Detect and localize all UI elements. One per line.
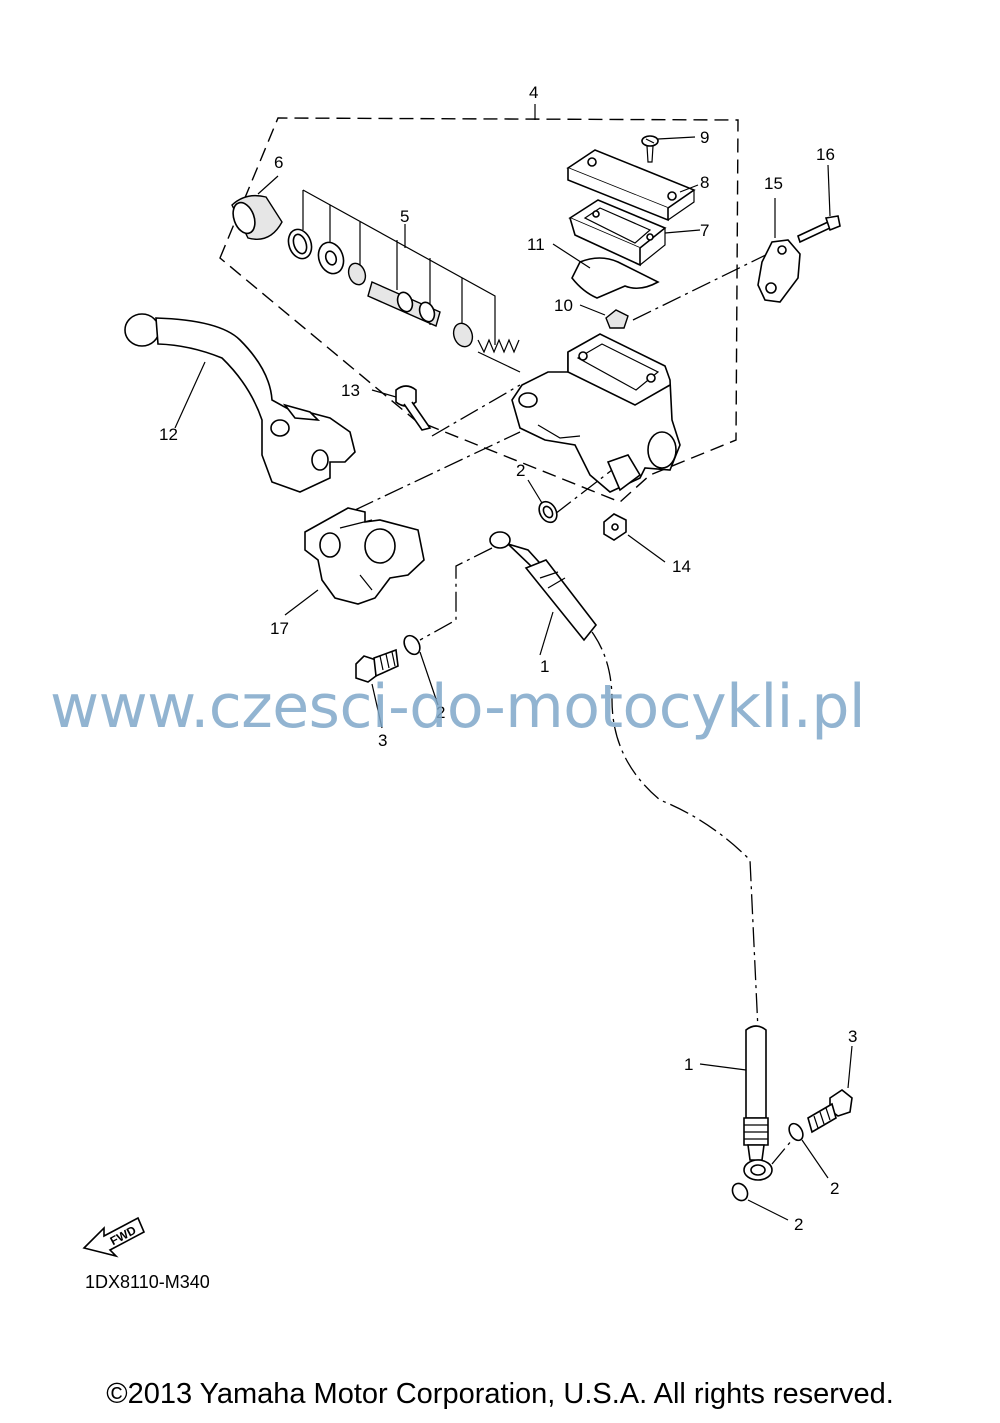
callout-13: 13 [341,381,360,400]
assembly-centerline-4 [554,469,613,515]
callout-10: 10 [554,296,573,315]
diaphragm-part-7 [568,199,701,267]
callout-3a: 3 [378,731,387,750]
clamp-part-15 [757,198,801,303]
callout-1a: 1 [540,657,549,676]
leader-2d [747,1199,789,1221]
callout-2d: 2 [794,1215,803,1234]
banjo-bolt-3-left [355,648,399,729]
assembly-centerline [431,384,521,437]
assembly-centerline-2 [632,247,781,321]
hose-route-1 [591,631,759,1031]
assembly-centerline-3 [354,431,521,511]
callout-2c: 2 [830,1179,839,1198]
bolt-part-16 [797,164,841,244]
leader-2a [527,479,543,504]
callout-11: 11 [527,235,545,254]
callout-15: 15 [764,174,783,193]
callout-6: 6 [274,153,283,172]
bracket-5 [302,189,496,345]
plate-part-11 [552,243,660,299]
washer-2-lower-right [788,1122,804,1142]
callout-2b: 2 [436,703,445,722]
pin-part-13 [371,385,432,431]
leader-2c [801,1139,829,1179]
washer-2-lower-left [731,1182,749,1202]
callout-5: 5 [400,207,409,226]
callout-16: 16 [816,145,835,164]
master-cylinder-body [511,333,681,493]
leader-2b [419,651,439,706]
banjo-bolt-3-right [807,1045,853,1134]
boot-part-6 [231,175,283,240]
callout-17: 17 [270,619,289,638]
piston-kit-parts-5 [287,228,521,373]
bracket-part-17 [284,507,425,616]
bleeder-part-14 [603,513,666,563]
watermark-text: www.czesci-do-motocykli.pl [50,672,866,742]
washer-2-left [403,634,421,656]
callout-8: 8 [700,173,709,192]
assembly-boundary-4 [219,117,739,503]
part-10 [579,304,629,329]
copyright-notice: ©2013 Yamaha Motor Corporation, U.S.A. A… [106,1378,894,1410]
lever-part-12 [124,313,356,493]
callout-1b: 1 [684,1055,693,1074]
callout-2a: 2 [516,461,525,480]
callout-7: 7 [700,221,709,240]
callout-9: 9 [700,128,709,147]
diagram-reference-code: 1DX8110-M340 [85,1272,210,1292]
screw-part-9 [641,135,696,163]
washer-2-upper-hole [542,505,554,519]
reservoir-cap-part-8 [566,149,699,222]
brake-hose-lower-1 [699,1025,773,1181]
callout-14: 14 [672,557,691,576]
brake-hose-upper-1 [489,531,598,656]
callout-3b: 3 [848,1027,857,1046]
callout-12: 12 [159,425,178,444]
connection-line-lower [771,1139,793,1165]
connection-line-left [419,547,493,641]
callout-4: 4 [529,83,538,102]
forward-arrow-icon: FWD [82,1216,146,1258]
